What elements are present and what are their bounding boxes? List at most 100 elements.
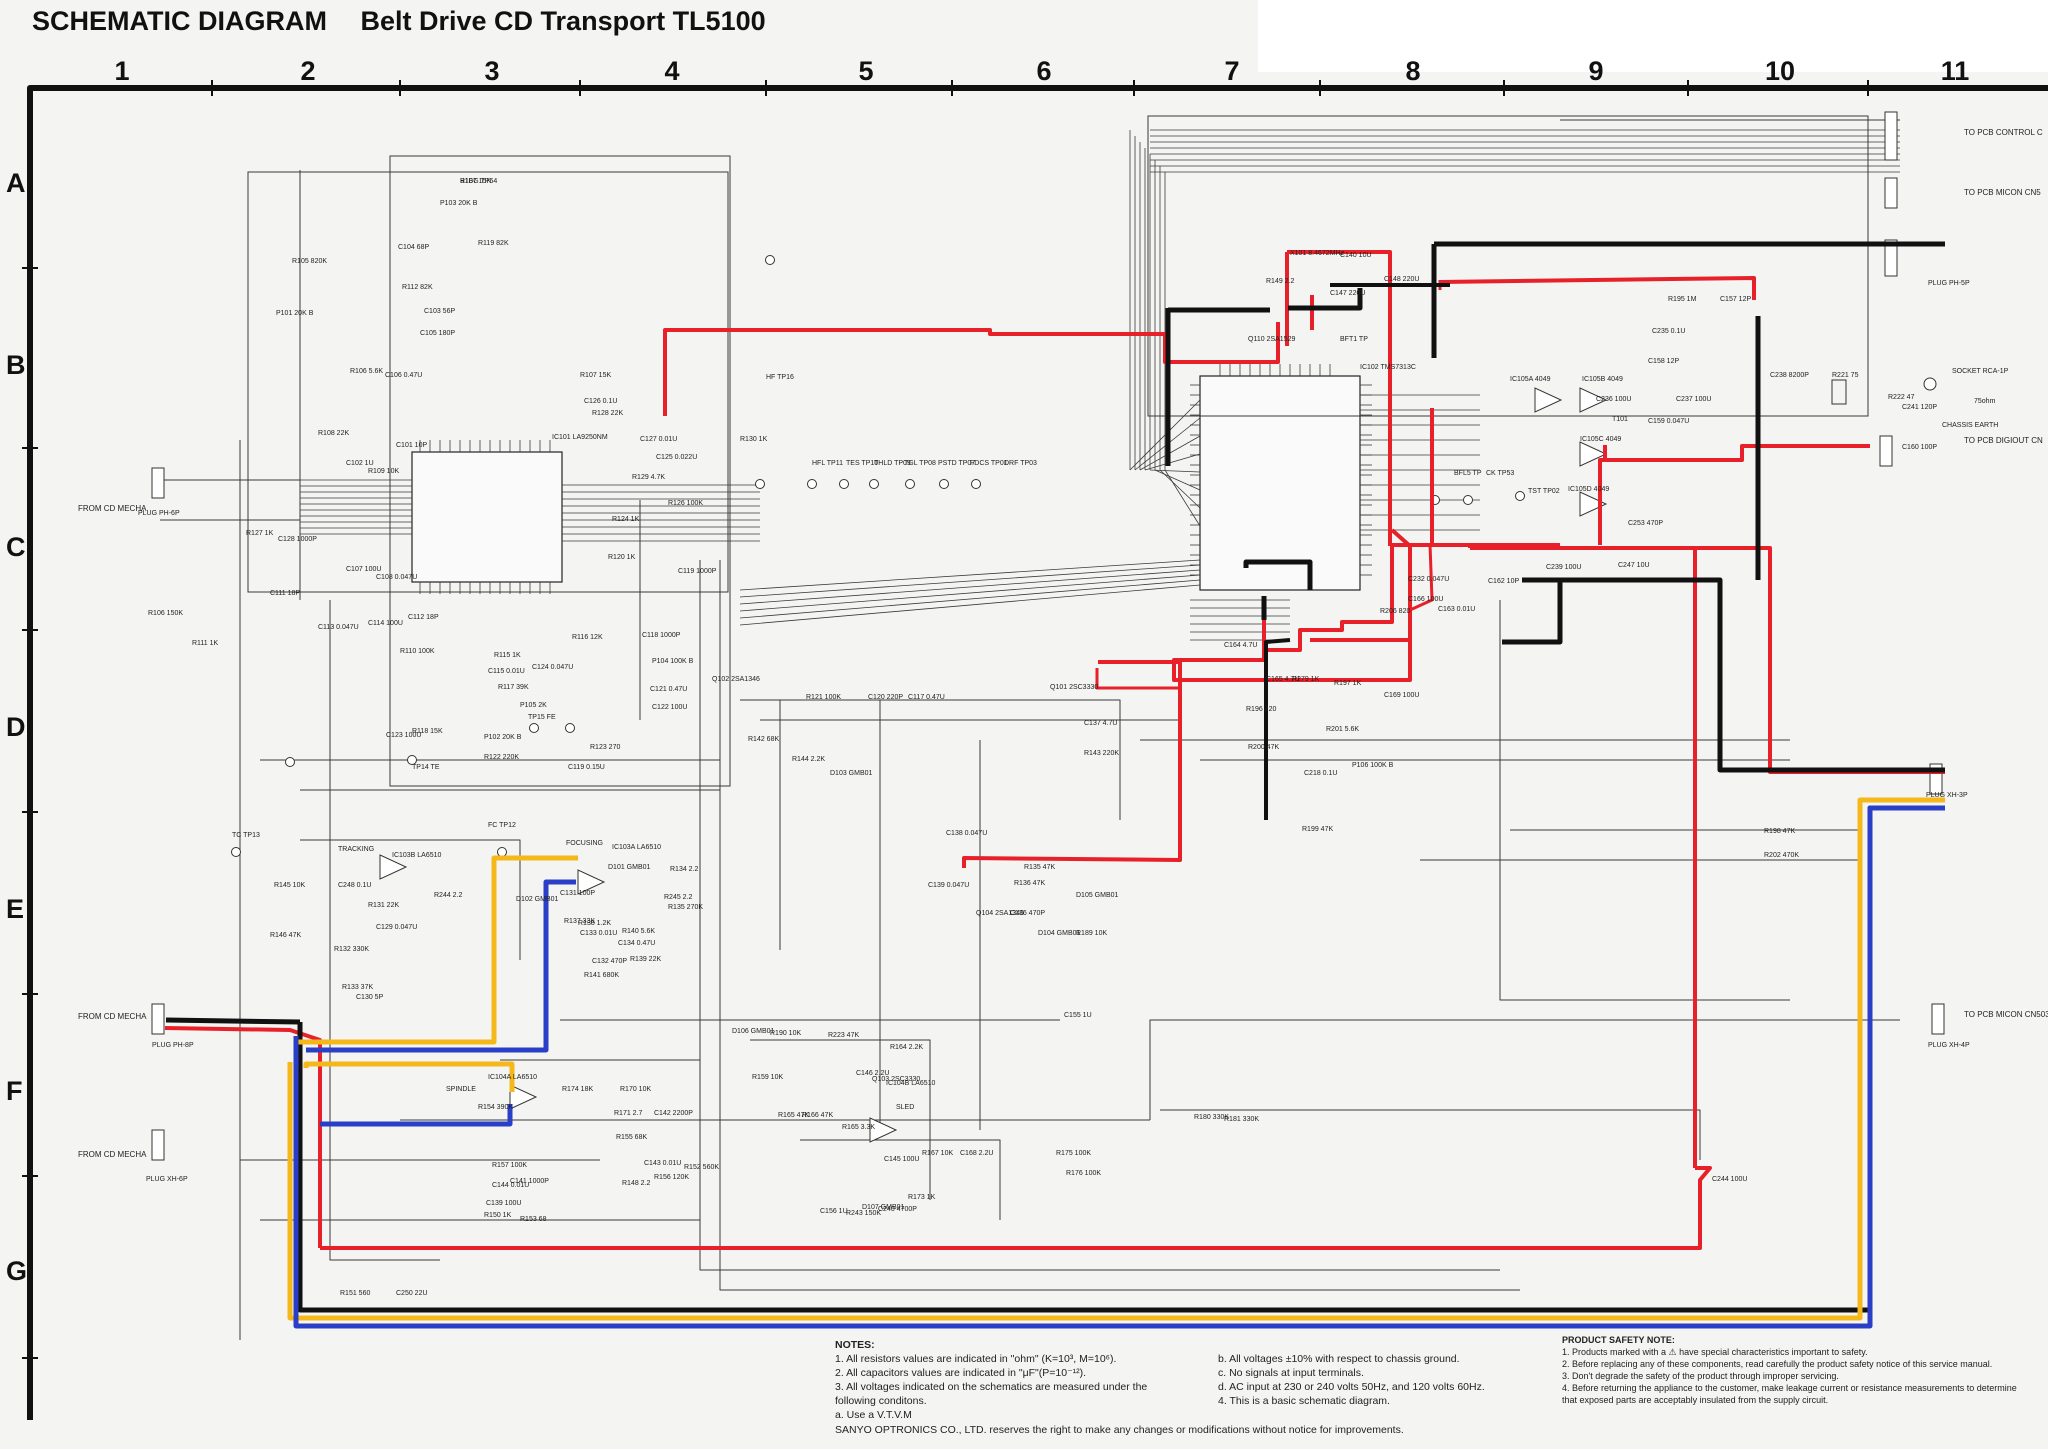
component-label: C137 4.7U bbox=[1084, 720, 1118, 727]
component-label: C114 100U bbox=[368, 620, 403, 627]
bus-line bbox=[739, 559, 1201, 591]
component-label: C107 100U bbox=[346, 566, 382, 573]
column-number: 1 bbox=[114, 56, 130, 86]
rail bbox=[329, 600, 440, 1261]
component-label: C236 100U bbox=[1596, 396, 1632, 403]
inverter-ic105a bbox=[1534, 387, 1563, 413]
bus-line bbox=[739, 584, 1201, 626]
component-label: R197 1K bbox=[1334, 680, 1362, 687]
connector-cn110 bbox=[1884, 177, 1898, 209]
component-label: R111 1K bbox=[192, 640, 219, 647]
safety-block: PRODUCT SAFETY NOTE: 1. Products marked … bbox=[1562, 1334, 2017, 1406]
component-label: R140 5.6K bbox=[622, 928, 656, 935]
opamp-sled bbox=[869, 1117, 898, 1143]
highlight-red-wire bbox=[1310, 610, 1412, 642]
column-number: 9 bbox=[1588, 56, 1604, 86]
to-pcb-label: TO PCB MICON CN5 bbox=[1964, 188, 2041, 197]
component-label: C117 0.47U bbox=[908, 694, 945, 701]
component-label: C160 100P bbox=[1902, 444, 1938, 451]
bus-line bbox=[1149, 469, 1201, 473]
component-label: R164 2.2K bbox=[890, 1044, 924, 1051]
title-sub: Belt Drive CD Transport TL5100 bbox=[360, 6, 766, 36]
component-label: R170 10K bbox=[620, 1086, 652, 1093]
bus-line bbox=[1154, 469, 1201, 491]
component-label: R107 15K bbox=[580, 372, 612, 379]
note-item: 3. All voltages indicated on the schemat… bbox=[835, 1381, 1148, 1393]
component-label: D102 GMB01 bbox=[516, 896, 559, 903]
bus-line bbox=[739, 574, 1201, 612]
component-label: P101 20K B bbox=[276, 310, 314, 317]
plug-label: PLUG PH-6P bbox=[138, 510, 180, 517]
component-label: R132 330K bbox=[334, 946, 370, 953]
component-label: Q101 2SC3330 bbox=[1050, 684, 1099, 691]
row-letter: B bbox=[6, 350, 26, 380]
rail bbox=[1499, 600, 1790, 1001]
rail bbox=[699, 560, 1500, 1271]
component-label: CK TP53 bbox=[1486, 470, 1515, 477]
component-label: C122 100U bbox=[652, 704, 688, 711]
highlight-red-wire bbox=[1287, 250, 1392, 546]
component-label: C101 10P bbox=[396, 442, 428, 449]
rail bbox=[719, 560, 1520, 1291]
testpoint-label: DRF TP03 bbox=[1004, 460, 1037, 467]
chassis-label: CHASSIS EARTH bbox=[1942, 422, 1999, 429]
component-label: C250 22U bbox=[396, 1290, 428, 1297]
component-label: C132 470P bbox=[592, 958, 628, 965]
component-label: R190 10K bbox=[770, 1030, 802, 1037]
component-label: C240 4700P bbox=[878, 1206, 917, 1213]
ic-label: IC102 TMS7313C bbox=[1360, 364, 1416, 371]
component-label: R223 47K bbox=[828, 1032, 860, 1039]
ic102-chip bbox=[1199, 375, 1361, 591]
plug-label: PLUG PH-5P bbox=[1928, 280, 1970, 287]
ohm-label: 75ohm bbox=[1974, 398, 1996, 405]
plug-label: PLUG XH-6P bbox=[146, 1176, 188, 1183]
highlight-red-wire bbox=[1264, 543, 1560, 652]
component-label: C123 100U bbox=[386, 732, 422, 739]
component-label: R119 82K bbox=[478, 240, 509, 247]
component-label: R206 820 bbox=[1380, 608, 1411, 615]
connector-cn101 bbox=[151, 1003, 165, 1035]
component-label: C118 1000P bbox=[642, 632, 681, 639]
component-label: C102 1U bbox=[346, 460, 374, 467]
component-label: Q104 2SA1346 bbox=[976, 910, 1024, 917]
column-number: 8 bbox=[1405, 56, 1421, 86]
opamp-spindle bbox=[509, 1084, 538, 1110]
component-label: C247 10U bbox=[1618, 562, 1650, 569]
testpoint-label: TP15 FE bbox=[528, 714, 556, 721]
component-label: C134 0.47U bbox=[618, 940, 656, 947]
column-number: 5 bbox=[858, 56, 874, 86]
component-label: C169 100U bbox=[1384, 692, 1420, 699]
component-label: C121 0.47U bbox=[650, 686, 688, 693]
component-label: C124 0.047U bbox=[532, 664, 574, 671]
to-pcb-label: TO PCB MICON CN503 bbox=[1964, 1010, 2048, 1019]
highlight-red-wire bbox=[1598, 444, 1870, 545]
column-number: 2 bbox=[300, 56, 316, 86]
column-number: 10 bbox=[1764, 56, 1796, 86]
component-label: R130 1K bbox=[740, 436, 768, 443]
note-item: b. All voltages ±10% with respect to cha… bbox=[1218, 1353, 1460, 1365]
column-number: 4 bbox=[664, 56, 680, 86]
bus-line bbox=[1129, 399, 1201, 471]
component-label: R106 150K bbox=[148, 610, 184, 617]
component-label: R105 820K bbox=[292, 258, 328, 265]
notes-block: NOTES: 1. All resistors values are indic… bbox=[835, 1338, 1147, 1422]
component-label: Q110 2SA1529 bbox=[1248, 336, 1296, 343]
component-label: BFT1 TP bbox=[1340, 336, 1368, 343]
component-label: D105 GMB01 bbox=[1076, 892, 1119, 899]
ic-label: IC105C 4049 bbox=[1580, 436, 1622, 443]
crystal-label: X101 8.4672MHz bbox=[1290, 250, 1345, 257]
to-pcb-label: TO PCB DIGIOUT CN bbox=[1964, 436, 2043, 445]
component-label: C140 10U bbox=[1340, 252, 1372, 259]
component-label: R146 47K bbox=[270, 932, 302, 939]
from-mecha-label: FROM CD MECHA bbox=[78, 1012, 147, 1021]
testpoint-label: FDCS TP01 bbox=[970, 460, 1008, 467]
component-label: C130 5P bbox=[356, 994, 384, 1001]
component-label: R109 10K bbox=[368, 468, 400, 475]
component-label: Q102 2SA1346 bbox=[712, 676, 760, 683]
test-point bbox=[1515, 491, 1525, 501]
highlight-red-wire bbox=[1409, 543, 1434, 612]
ic-label: IC101 LA9250NM bbox=[552, 434, 608, 441]
component-label: R171 2.7 bbox=[614, 1110, 643, 1117]
testpoint-label: TP14 TE bbox=[412, 764, 440, 771]
